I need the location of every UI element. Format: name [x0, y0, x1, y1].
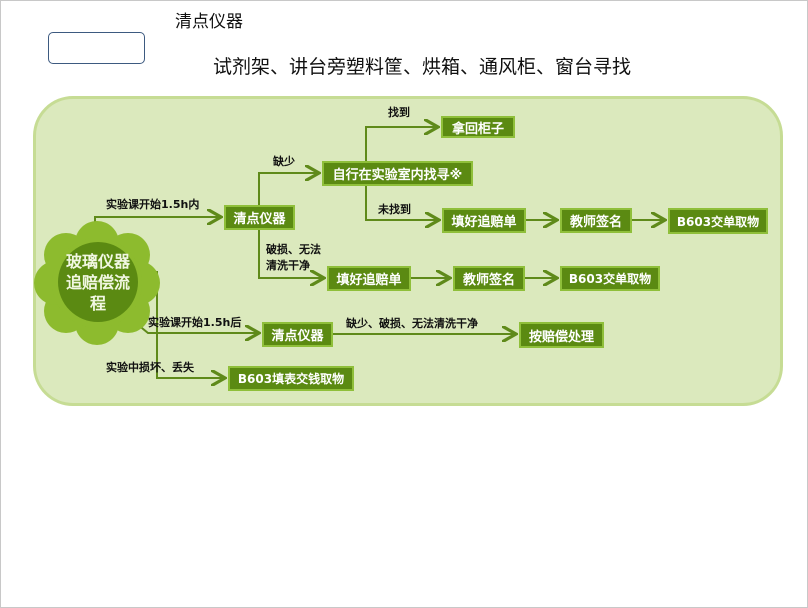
node-sign2: 教师签名 [453, 266, 525, 291]
node-collect1: B603交单取物 [668, 208, 768, 234]
node-pay: B603填表交钱取物 [228, 366, 354, 391]
node-collect2: B603交单取物 [560, 266, 660, 291]
flow-center: 玻璃仪器追赔偿流程 [58, 242, 138, 322]
node-compensate: 按赔偿处理 [519, 322, 604, 348]
label-found: 找到 [388, 106, 410, 119]
label-notfound: 未找到 [378, 203, 411, 216]
node-check1: 清点仪器 [224, 205, 295, 230]
node-search: 自行在实验室内找寻※ [322, 161, 473, 186]
label-during: 实验中损坏、丢失 [106, 361, 194, 374]
node-form2: 填好追赔单 [327, 266, 411, 291]
header-title: 清点仪器 [175, 12, 243, 32]
label-within: 实验课开始1.5h内 [106, 198, 200, 211]
node-check2: 清点仪器 [262, 322, 333, 347]
node-retrieve: 拿回柜子 [441, 116, 515, 138]
node-form1: 填好追赔单 [442, 208, 526, 233]
empty-text-box[interactable] [48, 32, 145, 64]
label-broken-2: 清洗干净 [266, 259, 310, 272]
label-after: 实验课开始1.5h后 [148, 316, 242, 329]
label-missing: 缺少 [273, 155, 295, 168]
header-subtitle: 试剂架、讲台旁塑料筐、烘箱、通风柜、窗台寻找 [213, 56, 632, 78]
label-all: 缺少、破损、无法清洗干净 [346, 317, 478, 330]
node-sign1: 教师签名 [560, 208, 632, 233]
label-broken-1: 破损、无法 [266, 243, 321, 256]
